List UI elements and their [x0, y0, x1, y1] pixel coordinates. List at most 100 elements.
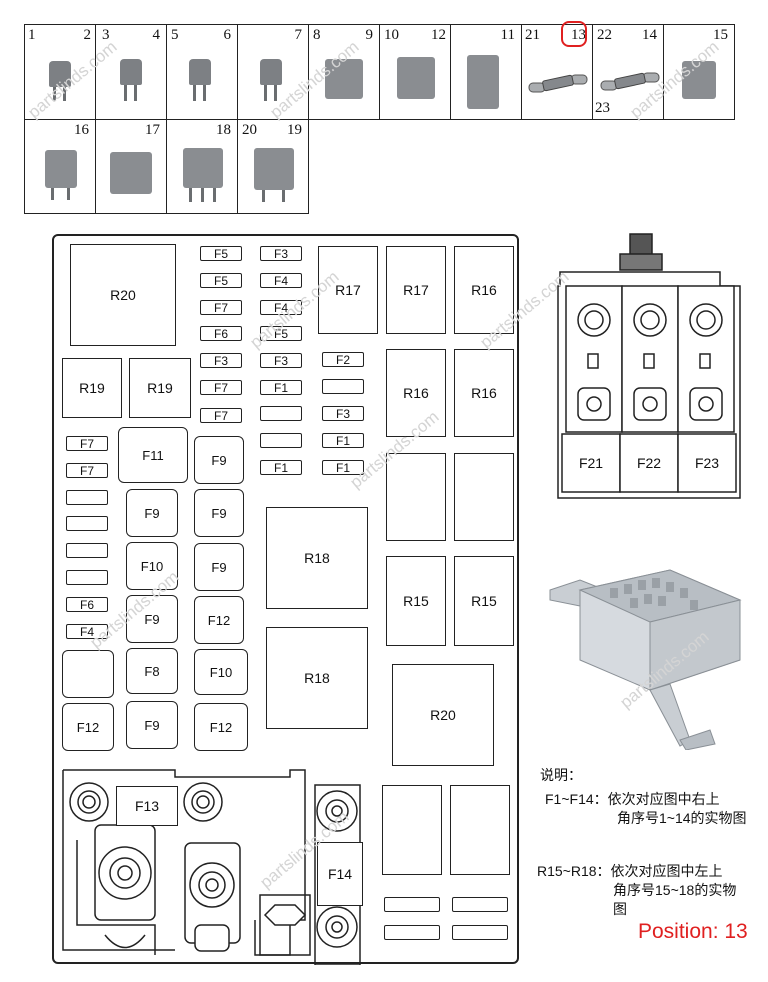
mini-fuse-empty[interactable]: [322, 379, 364, 394]
notes-title: 说明：: [540, 767, 582, 783]
legend-number: 1: [28, 27, 36, 43]
mini-fuse-f4[interactable]: F4: [66, 624, 108, 639]
fuse-empty[interactable]: [62, 650, 114, 698]
relay-label: R15: [471, 593, 497, 609]
fuse-label: F4: [273, 300, 288, 315]
mini-fuse-empty[interactable]: [384, 897, 440, 912]
side-fuse-f22[interactable]: F22: [620, 434, 678, 492]
mini-fuse-empty[interactable]: [260, 433, 302, 448]
fuse-f13[interactable]: F13: [116, 786, 178, 826]
blade-fuse-icon: [189, 59, 211, 85]
fuse-label: F3: [273, 246, 288, 261]
mini-fuse-empty[interactable]: [260, 406, 302, 421]
fuse-f11[interactable]: F11: [118, 427, 188, 483]
fuse-f14[interactable]: F14: [317, 842, 363, 906]
fuse-label: F3: [335, 406, 350, 421]
fuse-f12[interactable]: F12: [194, 703, 248, 751]
side-fuse-f21[interactable]: F21: [562, 434, 620, 492]
mini-fuse-f3[interactable]: F3: [260, 353, 302, 368]
mini-fuse-f7[interactable]: F7: [200, 380, 242, 395]
mini-fuse-f7[interactable]: F7: [200, 300, 242, 315]
fuse-f9[interactable]: F9: [126, 595, 178, 643]
mini-fuse-f4[interactable]: F4: [260, 273, 302, 288]
relay-pin-icon: [282, 190, 285, 202]
position-label: Position: 13: [638, 920, 748, 943]
fuse-label: F7: [213, 408, 228, 423]
relay-empty-slot[interactable]: [386, 453, 446, 541]
relay-r20-bottom[interactable]: R20: [392, 664, 494, 766]
fuse-f10[interactable]: F10: [194, 649, 248, 695]
legend-cell-5: 8 9: [308, 24, 380, 120]
mini-fuse-empty[interactable]: [452, 897, 508, 912]
legend-cell-8: 21 13: [521, 21, 593, 120]
fuse-f12[interactable]: F12: [194, 596, 244, 644]
mini-fuse-empty[interactable]: [66, 516, 108, 531]
notes-line-1b: 角序号1~14的实物图: [617, 810, 747, 826]
relay-r16-top[interactable]: R16: [454, 246, 514, 334]
fuse-f9[interactable]: F9: [194, 543, 244, 591]
relay-r19-right[interactable]: R19: [129, 358, 191, 418]
mini-fuse-f5[interactable]: F5: [260, 326, 302, 341]
fuse-label: F6: [79, 597, 94, 612]
legend-number: 5: [171, 27, 179, 43]
fuse-f8[interactable]: F8: [126, 648, 178, 694]
relay-r15-right[interactable]: R15: [454, 556, 514, 646]
relay-empty-slot[interactable]: [382, 785, 442, 875]
fuse-f9[interactable]: F9: [126, 489, 178, 537]
relay-icon: [254, 148, 294, 190]
mini-fuse-f1[interactable]: F1: [322, 433, 364, 448]
mini-fuse-empty[interactable]: [384, 925, 440, 940]
mini-fuse-f7[interactable]: F7: [200, 408, 242, 423]
notes-line-1a: F1~F14：依次对应图中右上: [545, 791, 720, 807]
mini-fuse-f3[interactable]: F3: [322, 406, 364, 421]
mini-fuse-f4[interactable]: F4: [260, 300, 302, 315]
fuse-f9[interactable]: F9: [194, 489, 244, 537]
mini-fuse-empty[interactable]: [66, 570, 108, 585]
relay-r20-top[interactable]: R20: [70, 244, 176, 346]
mini-fuse-empty[interactable]: [452, 925, 508, 940]
fuse-f10[interactable]: F10: [126, 542, 178, 590]
mini-fuse-empty[interactable]: [66, 490, 108, 505]
legend-number: 15: [713, 27, 728, 43]
mini-fuse-f5[interactable]: F5: [200, 273, 242, 288]
mini-fuse-f1[interactable]: F1: [260, 380, 302, 395]
mini-fuse-f2[interactable]: F2: [322, 352, 364, 367]
fuse-label: F12: [207, 612, 231, 628]
mini-fuse-f7[interactable]: F7: [66, 436, 108, 451]
relay-empty-slot[interactable]: [450, 785, 510, 875]
relay-r16-mid-right[interactable]: R16: [454, 349, 514, 437]
mini-fuse-empty[interactable]: [66, 543, 108, 558]
relay-icon: [45, 150, 77, 188]
fuse-label: F5: [213, 246, 228, 261]
side-fuse-f23[interactable]: F23: [678, 434, 736, 492]
legend-number: 11: [500, 27, 515, 43]
relay-empty-slot[interactable]: [454, 453, 514, 541]
relay-r17-left[interactable]: R17: [318, 246, 378, 334]
legend-number: 19: [287, 122, 302, 138]
mini-fuse-f6[interactable]: F6: [66, 597, 108, 612]
mini-fuse-f3[interactable]: F3: [260, 246, 302, 261]
relay-icon: [682, 61, 716, 99]
fuse-f9[interactable]: F9: [126, 701, 178, 749]
relay-r18-bottom[interactable]: R18: [266, 627, 368, 729]
mini-fuse-f6[interactable]: F6: [200, 326, 242, 341]
mini-fuse-f1[interactable]: F1: [322, 460, 364, 475]
relay-pin-icon: [189, 188, 192, 202]
mini-fuse-f5[interactable]: F5: [200, 246, 242, 261]
fuse-f9[interactable]: F9: [194, 436, 244, 484]
relay-r17-right[interactable]: R17: [386, 246, 446, 334]
notes-line-2b: 角序号15~18的实物: [613, 882, 737, 898]
relay-r18-top[interactable]: R18: [266, 507, 368, 609]
fuse-label: F7: [79, 463, 94, 478]
fuse-f12[interactable]: F12: [62, 703, 114, 751]
mini-fuse-f7[interactable]: F7: [66, 463, 108, 478]
cartridge-fuse-icon: [397, 57, 435, 99]
mini-fuse-f1[interactable]: F1: [260, 460, 302, 475]
fuse-label: F4: [273, 273, 288, 288]
relay-r16-mid-left[interactable]: R16: [386, 349, 446, 437]
relay-r15-left[interactable]: R15: [386, 556, 446, 646]
relay-pin-icon: [213, 188, 216, 202]
mini-fuse-f3[interactable]: F3: [200, 353, 242, 368]
relay-r19-left[interactable]: R19: [62, 358, 122, 418]
terminal-section-drawing: [62, 769, 361, 965]
